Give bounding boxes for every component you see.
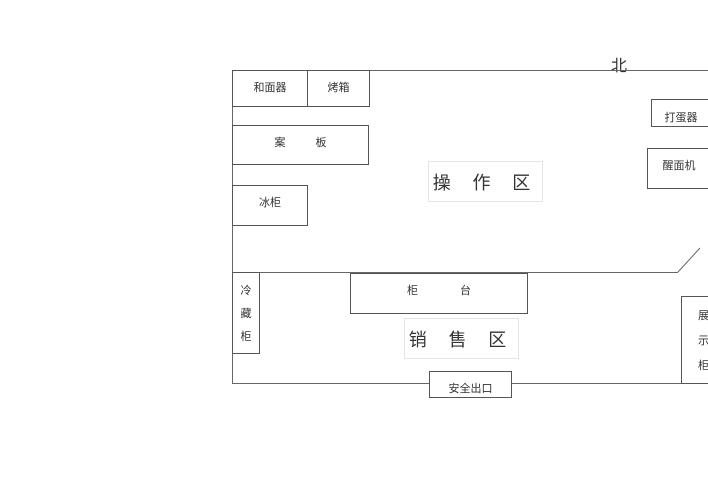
display-label-1: 展 (698, 309, 708, 323)
proofer: 醒面机 (647, 148, 708, 189)
display-label-2: 示 (698, 333, 708, 347)
fridge-label-2: 藏 (240, 306, 252, 320)
proofer-label: 醒面机 (662, 159, 696, 172)
fridge-label-1: 冷 (240, 284, 252, 298)
egg-beater-label: 打蛋器 (664, 111, 698, 124)
partition-wall (232, 272, 678, 273)
counter-label-1: 柜 (407, 284, 418, 297)
display-cabinet: 展示柜 (681, 296, 708, 384)
counter-label-2: 台 (460, 284, 471, 297)
operation-area: 操 作 区 (428, 161, 543, 202)
wall-left (232, 70, 233, 384)
freezer: 冰柜 (232, 185, 308, 226)
sales-area: 销 售 区 (404, 318, 519, 359)
compass-north: 北 (611, 56, 628, 75)
board-label-1: 案 (274, 136, 286, 149)
operation-area-label: 操 作 区 (432, 172, 539, 194)
partition-door (677, 247, 701, 273)
emergency-exit: 安全出口 (429, 371, 512, 398)
egg-beater: 打蛋器 (651, 99, 708, 127)
sales-area-label: 销 售 区 (408, 329, 515, 351)
wall-top (232, 70, 708, 71)
oven-label: 烤箱 (327, 81, 350, 94)
fridge: 冷藏柜 (232, 272, 260, 354)
oven: 烤箱 (307, 70, 370, 107)
emergency-exit-label: 安全出口 (448, 382, 493, 395)
dough-mixer: 和面器 (232, 70, 308, 107)
display-label-3: 柜 (698, 358, 708, 372)
freezer-label: 冰柜 (259, 196, 281, 209)
counter: 柜台 (350, 273, 528, 314)
dough-mixer-label: 和面器 (253, 81, 287, 94)
fridge-label-3: 柜 (240, 329, 252, 343)
board-label-2: 板 (315, 136, 327, 149)
board: 案板 (232, 125, 369, 165)
